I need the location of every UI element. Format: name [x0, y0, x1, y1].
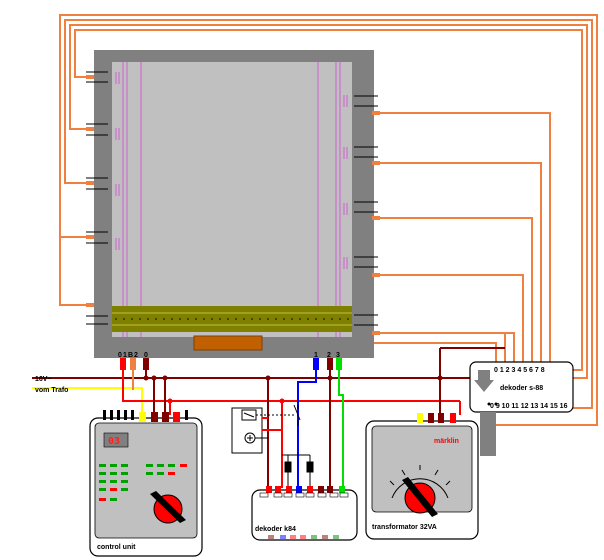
track-sleeper [179, 318, 181, 320]
track-sleeper [163, 318, 165, 320]
power-label-vom-trafo: vom Trafo [35, 387, 68, 394]
left-contact-marks [86, 71, 108, 325]
k84-top-terminals [266, 486, 345, 493]
contact-dots [86, 75, 380, 335]
track-sleeper [299, 318, 301, 320]
control-unit-terminals [103, 410, 188, 422]
track-sleeper [315, 318, 317, 320]
k84-label: dekoder k84 [255, 526, 296, 533]
relay-circuit [231, 404, 314, 488]
transformer-label: transformator 32VA [372, 524, 437, 531]
power-rails [32, 347, 505, 488]
s88-cable [480, 412, 496, 456]
transformer-brand: märklin [434, 438, 459, 445]
control-unit-buttons[interactable] [99, 464, 187, 501]
track-sleeper [251, 318, 253, 320]
layout-terminal-label-0b: 0 [144, 352, 148, 359]
track-sleeper [235, 318, 237, 320]
right-contact-marks [354, 95, 378, 326]
track-sleeper [115, 318, 117, 320]
track-sleeper [171, 318, 173, 320]
control-unit: 03 control unit [89, 410, 203, 557]
layout-terminal-label-r3: 3 [336, 352, 340, 359]
track-sleeper [267, 318, 269, 320]
track-sleeper [187, 318, 189, 320]
control-unit-knob[interactable] [150, 491, 186, 524]
layout-terminal-label-r1: 1 [314, 352, 318, 359]
track-sleeper [291, 318, 293, 320]
control-unit-display [103, 432, 129, 448]
layout-terminal-label-0: 0 [118, 352, 122, 359]
track-sleeper [283, 318, 285, 320]
track-sleeper [331, 318, 333, 320]
transformer-dial-arc [391, 478, 449, 499]
dekoder-k84: dekoder k84 [251, 486, 358, 541]
k84-bottom-terminals [268, 535, 339, 539]
track-sleeper [123, 318, 125, 320]
track-sleeper [243, 318, 245, 320]
track-sleeper [131, 318, 133, 320]
rail-marks [115, 72, 348, 269]
track-sleeper [155, 318, 157, 320]
junction-dots [143, 375, 443, 381]
layout-board [94, 50, 374, 358]
track-sleeper [347, 318, 349, 320]
track-sleeper [219, 318, 221, 320]
track-sleeper [227, 318, 229, 320]
track-sleeper [307, 318, 309, 320]
power-label-16v: 16V~ [35, 376, 52, 383]
layout-terminal-label-r2: 2 [327, 352, 331, 359]
down-arrow-icon [474, 370, 494, 392]
layout-terminal-plugs [120, 358, 342, 370]
track-sleeper [259, 318, 261, 320]
track-sleeper [203, 318, 205, 320]
track-sleeper [339, 318, 341, 320]
track-sleeper [275, 318, 277, 320]
transformer-terminals [417, 413, 456, 423]
orange-feedback-wires [59, 14, 598, 426]
transformer-knob[interactable] [402, 477, 438, 517]
dekoder-s88: 0 1 2 3 4 5 6 7 8 0 9 10 11 12 13 14 15 … [469, 361, 574, 456]
layout-terminal-label-b: B [128, 352, 133, 359]
control-unit-label: control unit [97, 544, 136, 551]
track-sleeper [323, 318, 325, 320]
s88-bottom-numbers: 0 9 10 11 12 13 14 15 16 [490, 403, 568, 410]
track-sleeper [139, 318, 141, 320]
transformer: märklin transformator 32VA [365, 413, 479, 540]
control-unit-display-value: 03 [108, 436, 120, 447]
track-sleeper [211, 318, 213, 320]
layout-terminal-label-1: 1 [123, 352, 127, 359]
s88-label: dekoder s-88 [500, 385, 543, 392]
layout-terminal-label-2: 2 [134, 352, 138, 359]
track-sleeper [147, 318, 149, 320]
s88-top-numbers: 0 1 2 3 4 5 6 7 8 [494, 367, 545, 374]
track-sleeper [195, 318, 197, 320]
s88-pin-dots [487, 402, 498, 406]
